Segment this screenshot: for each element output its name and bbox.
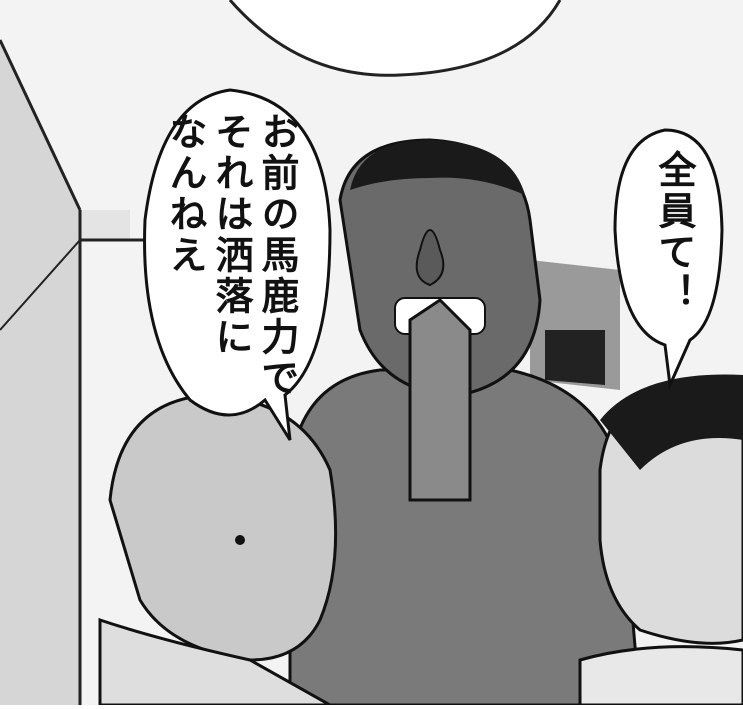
right-bubble-text: 全員て！ (652, 150, 696, 314)
doorway-dark (545, 330, 605, 385)
left-bubble-line-3: なんねえ (163, 112, 207, 276)
right-man-hair (600, 374, 743, 470)
right-man-shoulder (578, 645, 743, 707)
wall-diagonal-line (0, 239, 81, 331)
central-man-nose (415, 229, 445, 287)
top-speech-bubble (228, 0, 562, 77)
left-wall (0, 40, 80, 705)
wall-edge-line (0, 39, 82, 211)
wall-ledge (80, 210, 130, 240)
left-bubble-line-1: お前の馬鹿力で (255, 112, 299, 399)
left-bubble-text: お前の馬鹿力で それは洒落に なんねえ (162, 112, 300, 412)
left-speech-bubble (143, 88, 332, 441)
left-bubble-line-2: それは洒落に (209, 112, 253, 358)
left-man-shoulder (98, 617, 336, 707)
right-speech-bubble (613, 128, 724, 391)
clasped-hands (408, 298, 472, 502)
left-man-earring (235, 535, 245, 545)
central-man-hair (350, 140, 525, 195)
